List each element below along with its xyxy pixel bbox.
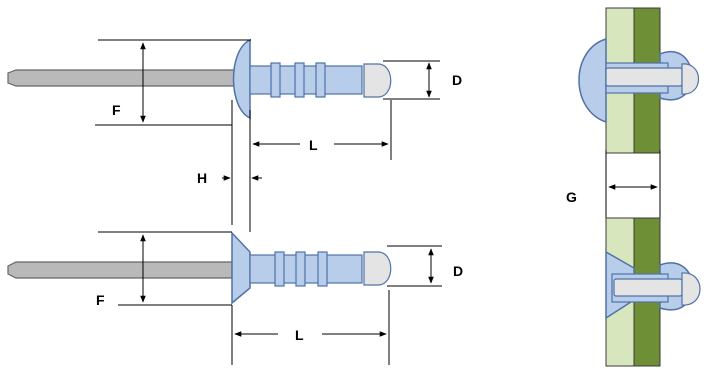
f-dimension-top: F [95,39,251,126]
h-label: H [197,170,207,186]
installed-mandrel-top [605,67,683,87]
installed-mandrel-head-bottom [681,272,701,306]
countersunk-rivet [7,231,392,305]
d-label-bottom: D [453,263,463,279]
g-label: G [566,189,577,205]
l-dimension-top: L [249,100,392,232]
h-dimension: H [197,100,262,225]
rivet-body-top [249,62,363,98]
f-label-top: F [112,102,121,118]
d-label-top: D [452,72,462,88]
d-dimension-top: D [383,60,462,100]
mandrel-shank-bottom [7,261,233,279]
l-label-top: L [309,137,318,153]
dome-head-rivet [7,38,392,120]
f-label-bottom: F [96,292,105,308]
mandrel-head-bottom [363,251,392,286]
installed-dome-section [578,7,699,154]
l-label-bottom: L [295,327,304,343]
installed-dome-head [578,37,607,124]
mandrel-head-top [363,63,392,98]
f-dimension-bottom: F [96,231,232,308]
installed-mandrel-bottom [613,278,683,297]
g-dimension: G [566,150,661,218]
d-dimension-bottom: D [387,245,463,287]
installed-mandrel-head-top [681,63,699,95]
mandrel-shank-top [7,69,241,87]
l-dimension-bottom: L [231,290,390,365]
rivet-body-bottom [249,251,363,287]
dome-head-top [232,38,251,120]
countersunk-head [231,231,251,305]
installed-countersunk-section [605,217,701,367]
